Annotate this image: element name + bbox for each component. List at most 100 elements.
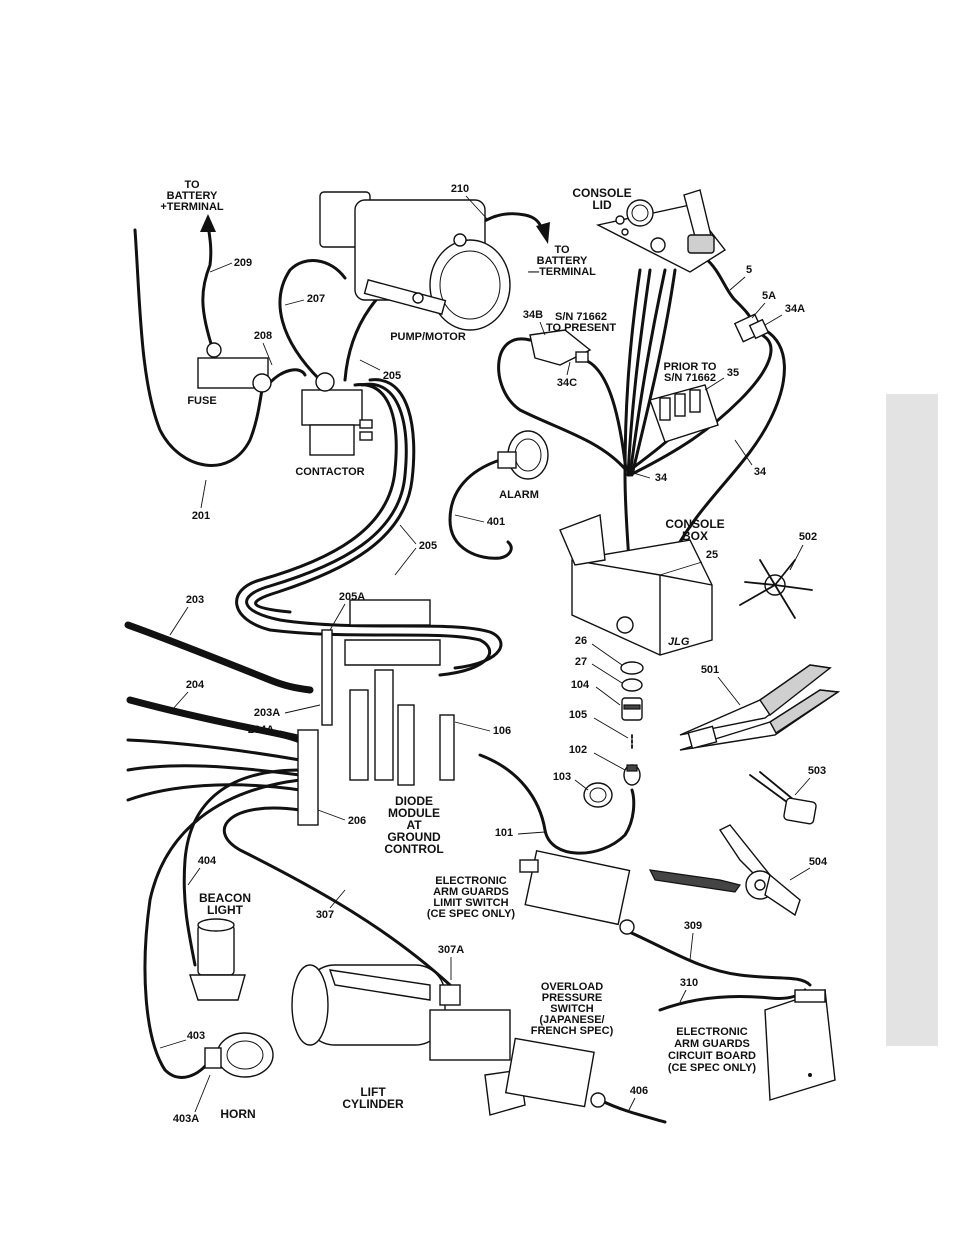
- wire-201: [133, 228, 264, 467]
- wire-309: [623, 928, 812, 987]
- callout-105: 105: [569, 709, 587, 721]
- callout-210: 210: [451, 183, 469, 195]
- leader-102: [593, 752, 626, 771]
- leader-203a: [284, 704, 321, 714]
- label-overload-1: OVERLOAD: [541, 981, 603, 993]
- leader-209: [209, 262, 233, 273]
- callout-504: 504: [809, 856, 828, 868]
- callout-34a: 34A: [785, 303, 805, 315]
- leader-401: [454, 514, 485, 523]
- callout-309: 309: [684, 920, 702, 932]
- leader-101: [517, 831, 546, 835]
- console-lid: [595, 189, 727, 273]
- callout-401: 401: [487, 516, 505, 528]
- arrow-to-battery-neg: [536, 222, 550, 244]
- callout-104: 104: [571, 679, 590, 691]
- label-sn-present-2: TO PRESENT: [546, 322, 616, 334]
- label-diode-4: GROUND: [387, 830, 441, 844]
- leader-210: [465, 195, 489, 221]
- callout-203a: 203A: [254, 707, 280, 719]
- wire-207: [278, 259, 347, 382]
- horn: [204, 1032, 274, 1078]
- leader-25: [659, 561, 703, 576]
- leader-403a: [194, 1074, 211, 1113]
- leader-35: [704, 377, 725, 391]
- washer-26: [620, 661, 644, 675]
- wire-203: [124, 621, 314, 694]
- wire-204a-1: [126, 738, 302, 762]
- callout-103: 103: [553, 771, 571, 783]
- contactor: [301, 372, 373, 456]
- label-limit-switch-4: (CE SPEC ONLY): [427, 908, 516, 920]
- wire-34b: [497, 337, 628, 472]
- callout-403: 403: [187, 1030, 205, 1042]
- callout-201: 201: [192, 510, 210, 522]
- leader-502: [789, 544, 804, 571]
- wire-205-c: [254, 378, 416, 614]
- leader-204a: [279, 730, 299, 736]
- callout-404: 404: [198, 855, 217, 867]
- leader-207: [284, 299, 305, 306]
- leader-34-right: [734, 439, 753, 466]
- arm-guards-limit-switch: [519, 849, 635, 935]
- label-lift-cylinder-2: CYLINDER: [342, 1097, 404, 1111]
- wire-34c: [583, 358, 628, 472]
- leader-205-mid-b: [394, 547, 417, 576]
- leader-309: [689, 932, 694, 961]
- leader-501: [717, 676, 741, 706]
- jlg-logo: JLG: [668, 636, 690, 648]
- connector-102: [623, 764, 641, 786]
- label-diode-5: CONTROL: [384, 842, 443, 856]
- leader-34a: [764, 314, 783, 326]
- leader-26: [591, 643, 623, 666]
- label-console-lid-2: LID: [592, 198, 612, 212]
- leader-5a: [751, 302, 766, 319]
- label-to-battery-pos-1: TO: [184, 179, 200, 191]
- callout-34c: 34C: [557, 377, 577, 389]
- pump-motor: [319, 191, 511, 331]
- callout-207: 207: [307, 293, 325, 305]
- label-alarm: ALARM: [499, 489, 539, 501]
- wire-34-d: [630, 268, 677, 477]
- wire-34-b: [626, 268, 652, 477]
- callout-34b: 34B: [523, 309, 543, 321]
- callout-501: 501: [701, 664, 719, 676]
- callout-205a: 205A: [339, 591, 365, 603]
- label-lift-cylinder-1: LIFT: [360, 1085, 386, 1099]
- label-beacon-1: BEACON: [199, 891, 251, 905]
- callout-502: 502: [799, 531, 817, 543]
- wire-205-b: [245, 382, 503, 670]
- leader-34c: [566, 361, 571, 376]
- cap-103: [583, 782, 613, 808]
- callout-406: 406: [630, 1085, 648, 1097]
- label-circuit-board-1: ELECTRONIC: [676, 1026, 748, 1038]
- wire-406: [598, 1098, 667, 1124]
- label-sn-present-1: S/N 71662: [555, 311, 607, 323]
- callout-34-left: 34: [655, 472, 668, 484]
- label-circuit-board-3: CIRCUIT BOARD: [668, 1050, 756, 1062]
- leader-203: [169, 606, 189, 636]
- callout-101: 101: [495, 827, 513, 839]
- label-limit-switch-2: ARM GUARDS: [433, 886, 509, 898]
- wire-205-a: [235, 383, 492, 677]
- label-to-battery-pos-2: BATTERY: [167, 190, 218, 202]
- page-side-tab: [886, 394, 938, 1046]
- wire-204a-3: [126, 783, 302, 802]
- leader-204: [171, 691, 189, 711]
- beacon-light: [189, 918, 246, 1001]
- overload-pressure-switch: [504, 1037, 606, 1108]
- callout-205-mid: 205: [419, 540, 437, 552]
- label-beacon-2: LIGHT: [207, 903, 244, 917]
- leader-208: [262, 342, 273, 366]
- label-horn: HORN: [220, 1107, 255, 1121]
- label-prior-to-1: PRIOR TO: [664, 361, 717, 373]
- callout-503: 503: [808, 765, 826, 777]
- label-diode-1: DIODE: [395, 794, 433, 808]
- wire-209: [201, 223, 215, 352]
- callout-5a: 5A: [762, 290, 776, 302]
- leader-103: [574, 779, 589, 791]
- wire-34-c: [628, 268, 667, 477]
- arrow-to-battery-pos: [200, 214, 216, 232]
- wire-204: [126, 696, 304, 744]
